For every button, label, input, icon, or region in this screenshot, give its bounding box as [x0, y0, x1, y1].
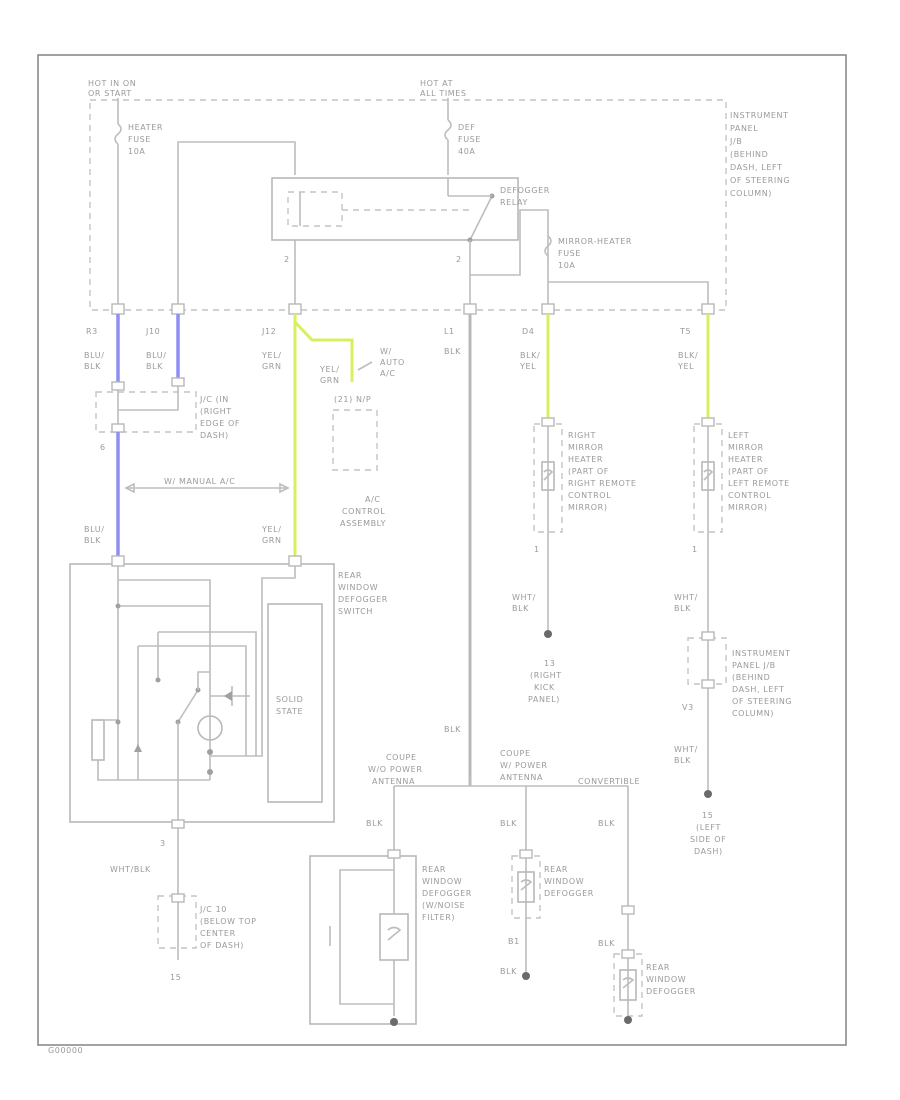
wire-yel-grn-to-ac [293, 320, 354, 382]
rear-window-defogger-2 [511, 849, 541, 980]
wire-label-blk-1: BLK [366, 819, 383, 828]
def-fuse [444, 98, 452, 175]
connector-j12: J12 [261, 327, 276, 336]
wire-label-blk-2: BLK [500, 819, 517, 828]
wire-label-blk-main: BLK [444, 725, 461, 734]
rear-window-defogger-3 [613, 949, 643, 1024]
wire-label-wht-blk-r: WHT/BLK [512, 593, 536, 613]
wire-label-blk-4: BLK [598, 819, 615, 828]
wire-label-blk-3: BLK [500, 967, 517, 976]
wire-label-yel-grn-1: YEL/GRN [261, 351, 282, 371]
connector-t5: T5 [679, 327, 691, 336]
wire-label-blu-blk-1: BLU/BLK [84, 351, 105, 371]
relay-contact-out [469, 209, 549, 305]
diagram-frame [37, 54, 847, 1046]
right-mirror-pin-1: 1 [534, 545, 540, 554]
pin-v3: V3 [682, 703, 694, 712]
relay-coil-feed [177, 141, 296, 305]
convertible-connector [621, 905, 635, 915]
wire-label-yel-grn-ac: YEL/GRN [319, 365, 340, 385]
connector-d4: D4 [522, 327, 534, 336]
instrument-panel-jb-outline [89, 99, 727, 311]
left-mirror-pin-1: 1 [692, 545, 698, 554]
ac-pin-label: (21) N/P [334, 395, 371, 404]
convertible-label: CONVERTIBLE [578, 777, 640, 786]
left-mirror-heater [687, 417, 727, 798]
defogger-relay [271, 177, 519, 243]
switch-pin-3: 3 [160, 839, 166, 848]
pin-6: 6 [100, 443, 106, 452]
jc-right-edge-dash [95, 377, 197, 433]
manual-ac-label: W/ MANUAL A/C [164, 477, 235, 486]
wire-label-blu-blk-2: BLU/BLK [146, 351, 167, 371]
jc-below-top-center [157, 893, 197, 960]
connector-j10: J10 [145, 327, 160, 336]
ac-control-outline [332, 409, 378, 471]
wire-label-blk-5: BLK [598, 939, 615, 948]
relay-pin-2b: 2 [456, 255, 462, 264]
connector-r3: R3 [86, 327, 98, 336]
wire-blk-bus [394, 778, 628, 787]
jb-connectors [111, 303, 715, 315]
heater-fuse [114, 98, 122, 305]
wire-label-blu-blk-sw: BLU/BLK [84, 525, 105, 545]
mirror-heater-fuse [544, 235, 709, 305]
wire-label-blk-l1: BLK [444, 347, 461, 356]
rear-window-defogger-noise-filter [309, 849, 417, 1026]
manual-ac-dimension [124, 482, 290, 494]
ground-15-jc: 15 [170, 973, 181, 982]
rear-window-defogger-switch [69, 555, 335, 829]
relay-pin-2a: 2 [284, 255, 290, 264]
wire-label-t5: BLK/YEL [677, 351, 698, 371]
wire-label-yel-grn-sw: YEL/GRN [261, 525, 282, 545]
wire-label-wht-blk-l2: WHT/BLK [674, 745, 698, 765]
pin-b1: B1 [508, 937, 520, 946]
wire-label-d4: BLK/YEL [519, 351, 540, 371]
connector-l1: L1 [444, 327, 455, 336]
right-mirror-heater [533, 417, 563, 638]
figure-id: G00000 [48, 1046, 83, 1055]
auto-ac-leader [357, 361, 373, 371]
wire-label-wht-blk-sw: WHT/BLK [110, 865, 151, 874]
wire-label-wht-blk-l: WHT/BLK [674, 593, 698, 613]
